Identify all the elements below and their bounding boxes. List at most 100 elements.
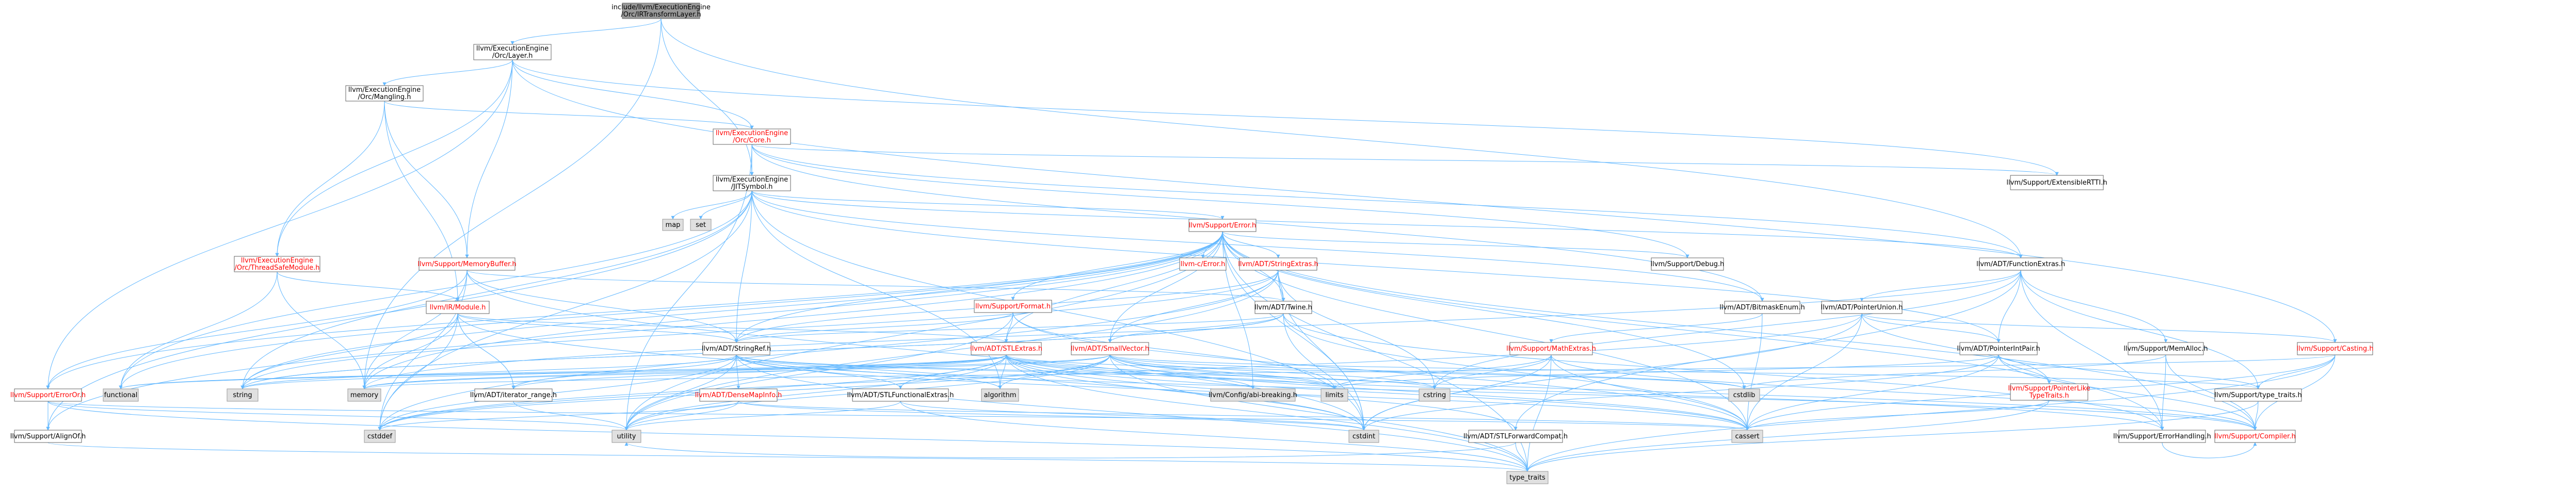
edge-membuf-to-memory [362,270,468,389]
edge-membuf-to-cstddef [378,270,468,431]
node-label: algorithm [984,391,1017,399]
node-box [971,342,1042,355]
node-label: cstdint [1353,433,1375,440]
edge-functionextras-to-errorhandling [2020,270,2164,431]
node-llvm-executionengine-jitsymbol-h[interactable]: llvm/ExecutionEngine/JITSymbol.h [713,175,791,191]
edge-stlextras-to-algorithm [998,354,1007,389]
edge-error-to-alignof [46,231,1223,431]
edge-stlextras-to-limits [1006,354,1337,389]
edge-densemapinfo-to-utility [624,401,739,431]
edge-errorhandling-to-compiler [2162,442,2257,459]
edge-typetraits-to-typetraitsstd [1525,401,2259,472]
edge-stringref-to-string [240,354,737,389]
node-label: llvm/ExecutionEngine [716,176,788,184]
node-label: llvm/ADT/BitmaskEnum.h [1719,304,1805,312]
edge-casting-to-typetraits [2256,354,2336,389]
edge-smallvector-to-functional [119,354,1110,389]
node-box [2128,342,2204,355]
edge-jitsymbol-to-string [240,190,752,389]
node-llvm-support-memalloc-h[interactable]: llvm/Support/MemAlloc.h [2123,342,2208,355]
node-box [662,219,684,231]
node-llvm-support-format-h[interactable]: llvm/Support/Format.h [974,300,1052,313]
node-llvm-adt-stlforwardcompat-h[interactable]: llvm/ADT/STLForwardCompat.h [1463,430,1568,443]
edge-pointerunion-to-pointerliketypetraits [1861,313,2051,384]
node-llvm-support-alignof-h[interactable]: llvm/Support/AlignOf.h [10,430,86,443]
node-llvm-support-debug-h[interactable]: llvm/Support/Debug.h [1651,257,1725,271]
node-llvm-executionengine-orc-threadsafemodule-h[interactable]: llvm/ExecutionEngine/Orc/ThreadSafeModul… [234,256,320,272]
node-label: llvm/ADT/DenseMapInfo.h [695,391,782,399]
node-llvm-c-error-h[interactable]: llvm-c/Error.h [1179,257,1227,271]
node-llvm-support-erroror-h[interactable]: llvm/Support/ErrorOr.h [10,388,86,402]
edge-stlforwardcompat-to-typetraitsstd [1515,442,1530,472]
node-label: TypeTraits.h [2028,392,2069,400]
node-box [2214,430,2296,443]
edge-error-to-typetraitsstd [1222,231,1530,472]
node-llvm-adt-smallvector-h[interactable]: llvm/ADT/SmallVector.h [1071,342,1149,355]
node-llvm-support-compiler-h[interactable]: llvm/Support/Compiler.h [2214,430,2296,443]
node-llvm-adt-iterator-range-h[interactable]: llvm/ADT/iterator_range.h [470,388,557,402]
edge-smallvector-to-typetraits [1109,354,2260,389]
edge-error-to-errorhandling [1222,231,2164,431]
node-llvm-adt-twine-h[interactable]: llvm/ADT/Twine.h [1254,301,1312,314]
edge-pointerintpair-to-compiler [1998,354,2257,431]
node-llvm-support-errorhandling-h[interactable]: llvm/Support/ErrorHandling.h [2113,430,2211,443]
node-llvm-adt-bitmaskenum-h[interactable]: llvm/ADT/BitmaskEnum.h [1719,301,1805,314]
node-llvm-adt-stlextras-h[interactable]: llvm/ADT/STLExtras.h [970,342,1042,355]
node-utility: utility [611,430,641,443]
node-box [1724,301,1800,314]
edge-twine-to-stringref [734,313,1284,343]
edge-format-to-stringref [734,312,1013,343]
node-llvm-adt-stringextras-h[interactable]: llvm/ADT/StringExtras.h [1238,257,1318,271]
edge-pointerintpair-to-limits [1332,354,1999,389]
node-box [981,388,1019,402]
node-label: llvm/ADT/StringExtras.h [1238,260,1318,268]
edge-twine-to-errorhandling [1283,313,2164,431]
edge-jitsymbol-to-bitmaskenum [751,190,1764,302]
edge-stlextras-to-typetraitsstd [1006,354,1530,472]
node-llvm-adt-densemapinfo-h[interactable]: llvm/ADT/DenseMapInfo.h [695,388,782,402]
edge-functionextras-to-memory [362,270,2021,389]
node-llvm-ir-module-h[interactable]: llvm/IR/Module.h [426,301,490,314]
edge-stlforwardcompat-to-utility [624,442,1516,459]
node-llvm-adt-stringref-h[interactable]: llvm/ADT/StringRef.h [702,342,771,355]
node-box [227,388,259,402]
edge-jitsymbol-to-functionextras [751,190,2023,258]
node-label: llvm/IR/Module.h [430,304,486,312]
node-include-llvm-executionengine-orc-irtransformlayer-h[interactable]: include/llvm/ExecutionEngine/Orc/IRTrans… [611,3,711,19]
node-llvm-adt-pointerunion-h[interactable]: llvm/ADT/PointerUnion.h [1821,301,1903,314]
edge-casting-to-typetraitsstd [1525,354,2336,472]
node-map: map [662,219,684,231]
node-box [1731,430,1763,443]
edge-erroror-to-cassert [47,401,1749,431]
node-box [2010,383,2088,401]
node-llvm-support-memorybuffer-h[interactable]: llvm/Support/MemoryBuffer.h [417,257,517,271]
edge-error-to-stlextras [1004,231,1223,343]
node-llvm-support-extensiblertti-h[interactable]: llvm/Support/ExtensibleRTTI.h [2006,175,2107,190]
node-llvm-support-casting-h[interactable]: llvm/Support/Casting.h [2296,342,2374,355]
edge-stlextras-to-utility [624,354,1007,431]
edge-jitsymbol-to-set [699,190,752,220]
node-llvm-executionengine-orc-mangling-h[interactable]: llvm/ExecutionEngine/Orc/Mangling.h [345,85,424,102]
node-llvm-adt-functionextras-h[interactable]: llvm/ADT/FunctionExtras.h [1976,257,2065,271]
node-box [1509,342,1593,355]
node-label: cstring [1423,391,1446,399]
node-llvm-support-error-h[interactable]: llvm/Support/Error.h [1188,219,1257,232]
edge-irmodule-to-stlextras [457,313,1008,343]
node-llvm-adt-pointerintpair-h[interactable]: llvm/ADT/PointerIntPair.h [1957,342,2040,355]
edge-densemapinfo-to-cstdint [738,401,1366,431]
node-llvm-adt-stlfunctionalextras-h[interactable]: llvm/ADT/STLFunctionalExtras.h [847,388,954,402]
node-algorithm: algorithm [981,388,1019,402]
edge-stringref-to-typetraitsstd [736,354,1530,472]
edge-smallvector-to-compiler [1109,354,2257,431]
node-llvm-executionengine-orc-core-h[interactable]: llvm/ExecutionEngine/Orc/Core.h [713,128,791,145]
node-box [103,388,139,402]
edge-stlextras-to-functional [119,354,1007,389]
node-label: llvm/Support/MemAlloc.h [2123,345,2208,353]
node-llvm-support-type-traits-h[interactable]: llvm/Support/type_traits.h [2214,388,2302,402]
node-llvm-executionengine-orc-layer-h[interactable]: llvm/ExecutionEngine/Orc/Layer.h [473,44,552,60]
edge-jitsymbol-to-pointerintpair [751,190,2001,343]
node-label: llvm/Support/MemoryBuffer.h [417,260,516,268]
node-llvm-support-mathextras-h[interactable]: llvm/Support/MathExtras.h [1506,342,1596,355]
